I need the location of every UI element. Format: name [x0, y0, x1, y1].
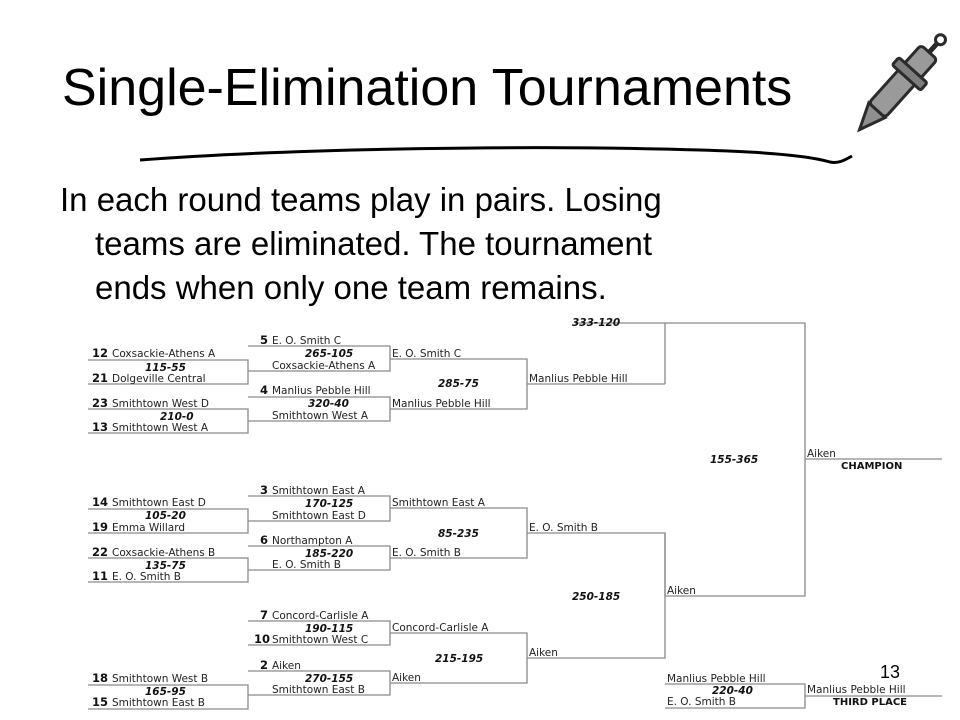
team-name: Smithtown West B [112, 673, 208, 685]
team-name: Manlius Pebble Hill [272, 385, 371, 397]
seed: 11 [92, 569, 108, 583]
match-score: 155-365 [710, 454, 758, 466]
pen-nib-icon [856, 33, 947, 133]
seed: 12 [92, 346, 108, 360]
champion-team: Aiken [807, 448, 836, 460]
team-name: Manlius Pebble Hill [529, 373, 628, 385]
team-name: Aiken [392, 672, 421, 684]
seed: 3 [260, 483, 268, 497]
team-name: Aiken [529, 647, 558, 659]
seed: 14 [92, 495, 108, 509]
body-line-3: ends when only one team remains. [95, 269, 607, 306]
seed: 22 [92, 545, 108, 559]
team-name: Smithtown West A [112, 422, 209, 434]
match-score: 170-125 [305, 498, 353, 510]
team-name: E. O. Smith C [272, 335, 341, 347]
seed: 13 [92, 420, 108, 434]
team-name: Aiken [272, 660, 301, 672]
seed: 19 [92, 520, 108, 534]
team-name: Smithtown East D [272, 510, 366, 522]
team-name: Aiken [667, 585, 696, 597]
team-name: E. O. Smith C [392, 348, 461, 360]
slide-body: In each round teams play in pairs. Losin… [60, 178, 860, 310]
team-name: Smithtown West D [112, 398, 209, 410]
team-name: E. O. Smith B [529, 522, 598, 534]
body-line-2: teams are eliminated. The tournament [95, 225, 653, 262]
champion-label: CHAMPION [841, 461, 902, 472]
third-place-team: Manlius Pebble Hill [807, 684, 906, 696]
team-name: E. O. Smith B [667, 696, 736, 708]
team-name: Coxsackie-Athens A [272, 360, 376, 372]
match-score: 320-40 [308, 398, 349, 410]
top-score: 333-120 [572, 317, 620, 329]
match-score: 85-235 [438, 528, 479, 540]
match-score: 165-95 [145, 686, 186, 698]
match-score: 185-220 [305, 548, 353, 560]
final-lines [575, 322, 942, 709]
team-name: Smithtown East A [392, 497, 486, 509]
seed: 4 [260, 383, 268, 397]
team-name: Smithtown West A [272, 410, 369, 422]
match-score: 115-55 [145, 362, 186, 374]
team-name: E. O. Smith B [112, 571, 181, 583]
seed: 5 [260, 333, 268, 347]
seed: 23 [92, 396, 108, 410]
team-name: Coxsackie-Athens A [112, 348, 216, 360]
round4: Manlius Pebble Hill E. O. Smith B Aiken … [529, 373, 628, 659]
match-score: 270-155 [305, 673, 353, 685]
match-score: 105-20 [145, 510, 186, 522]
team-name: E. O. Smith B [392, 547, 461, 559]
seed: 21 [92, 371, 108, 385]
third-place: Manlius Pebble Hill 220-40 E. O. Smith B… [667, 673, 907, 708]
match-score: 285-75 [438, 378, 479, 390]
team-name: Emma Willard [112, 522, 185, 534]
team-name: Manlius Pebble Hill [667, 673, 766, 685]
round3: E. O. Smith C 285-75 Manlius Pebble Hill… [392, 348, 491, 684]
team-name: Concord-Carlisle A [392, 622, 489, 634]
page-number: 13 [880, 662, 901, 682]
team-name: Concord-Carlisle A [272, 610, 369, 622]
team-name: Smithtown East D [112, 497, 206, 509]
seed: 2 [260, 658, 268, 672]
seed: 10 [254, 632, 270, 646]
team-name: Smithtown West C [272, 634, 368, 646]
finals: Aiken 155-365 Aiken CHAMPION [667, 448, 902, 597]
team-name: Coxsackie-Athens B [112, 547, 215, 559]
match-score: 220-40 [712, 685, 753, 697]
seed: 7 [260, 608, 268, 622]
team-name: Smithtown East B [272, 684, 365, 696]
match-score: 215-195 [435, 653, 483, 665]
match-score: 135-75 [145, 560, 186, 572]
body-line-1: In each round teams play in pairs. Losin… [60, 181, 662, 218]
seed: 18 [92, 671, 108, 685]
team-name: E. O. Smith B [272, 559, 341, 571]
team-name: Smithtown East B [112, 697, 205, 709]
slide-title: Single-Elimination Tournaments [62, 59, 793, 117]
seed: 6 [260, 533, 268, 547]
match-score: 210-0 [160, 411, 194, 423]
team-name: Dolgeville Central [112, 373, 206, 385]
seed: 15 [92, 695, 108, 709]
match-score: 265-105 [305, 348, 353, 360]
team-name: Manlius Pebble Hill [392, 398, 491, 410]
match-score: 250-185 [572, 591, 620, 603]
team-name: Smithtown East A [272, 485, 366, 497]
team-name: Northampton A [272, 535, 353, 547]
round2: 5 E. O. Smith C 265-105 Coxsackie-Athens… [254, 333, 376, 696]
third-place-label: THIRD PLACE [833, 697, 907, 708]
match-score: 190-115 [305, 623, 353, 635]
round1: 12 Coxsackie-Athens A 115-55 21 Dolgevil… [92, 346, 216, 709]
